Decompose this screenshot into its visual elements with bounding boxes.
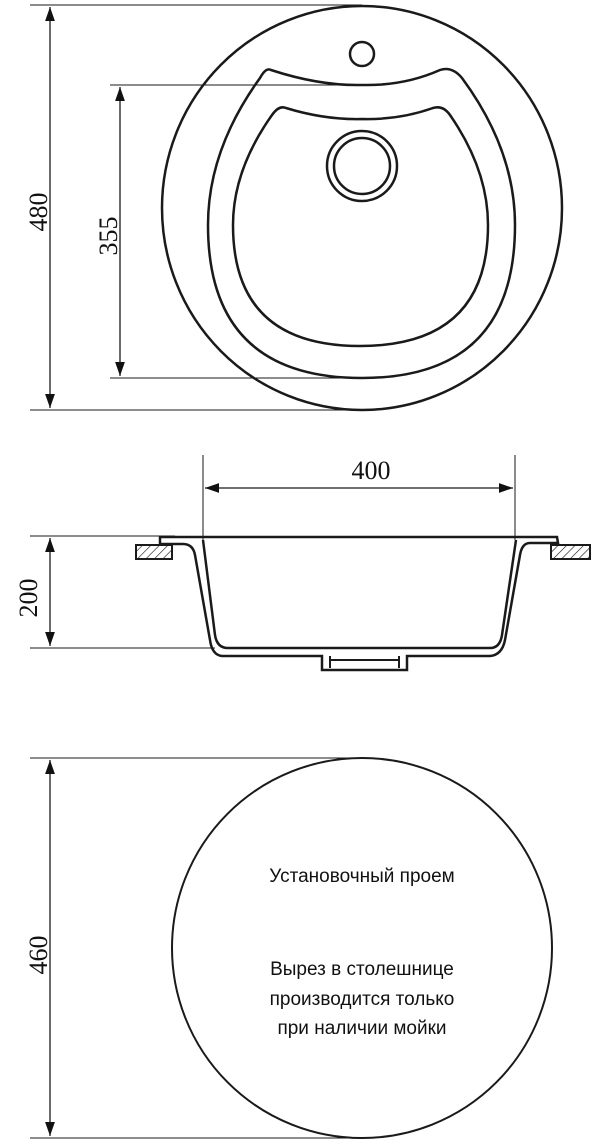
cutout-circle (171, 757, 553, 1139)
sink-inner-rim (206, 67, 517, 380)
cutout-note-line: при наличии мойки (277, 1018, 446, 1039)
cutout-view (30, 757, 553, 1139)
sink-bowl (231, 106, 490, 348)
label-480: 480 (24, 193, 53, 232)
faucet-hole (348, 40, 376, 68)
drain-outlet (329, 656, 400, 668)
label-200: 200 (14, 579, 43, 618)
sink-profile-inner (201, 539, 518, 650)
sink-profile-outer (158, 535, 560, 672)
drain-inner-icon (332, 136, 392, 196)
drain-outer-icon (325, 129, 399, 203)
countertop-right (550, 544, 591, 560)
side-view (30, 455, 591, 672)
label-355: 355 (94, 217, 123, 256)
cutout-note-line: производится только (270, 989, 455, 1010)
countertop-left (135, 544, 173, 560)
label-400: 400 (352, 456, 391, 485)
cutout-title: Установочный проем (269, 866, 454, 887)
sink-outer-rim (160, 4, 564, 412)
label-460: 460 (24, 936, 53, 975)
cutout-note-line: Вырез в столешнице (270, 959, 454, 980)
top-view (30, 4, 564, 412)
